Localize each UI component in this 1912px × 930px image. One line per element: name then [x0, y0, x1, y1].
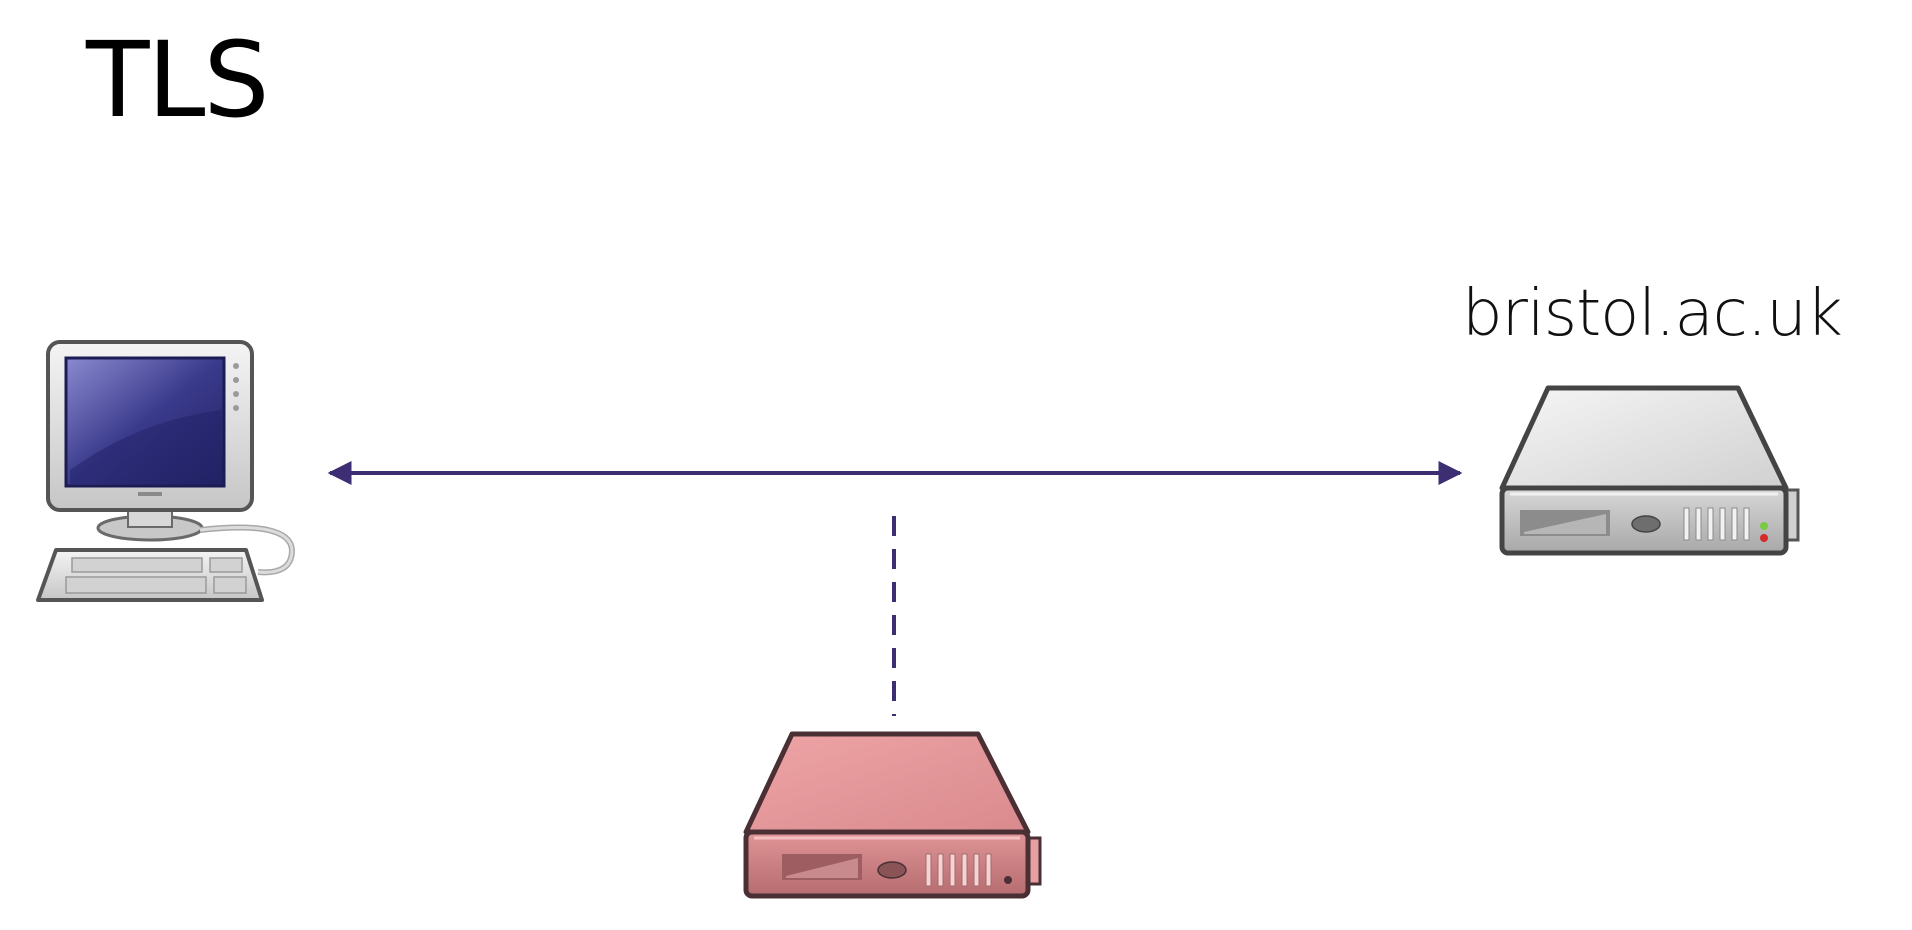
server-label: bristol.ac.uk: [1462, 277, 1843, 351]
page-title: TLS: [86, 19, 269, 141]
desktop-computer-icon: [36, 340, 296, 602]
server-icon: [1499, 385, 1800, 556]
attacker-server-icon: [743, 731, 1042, 899]
